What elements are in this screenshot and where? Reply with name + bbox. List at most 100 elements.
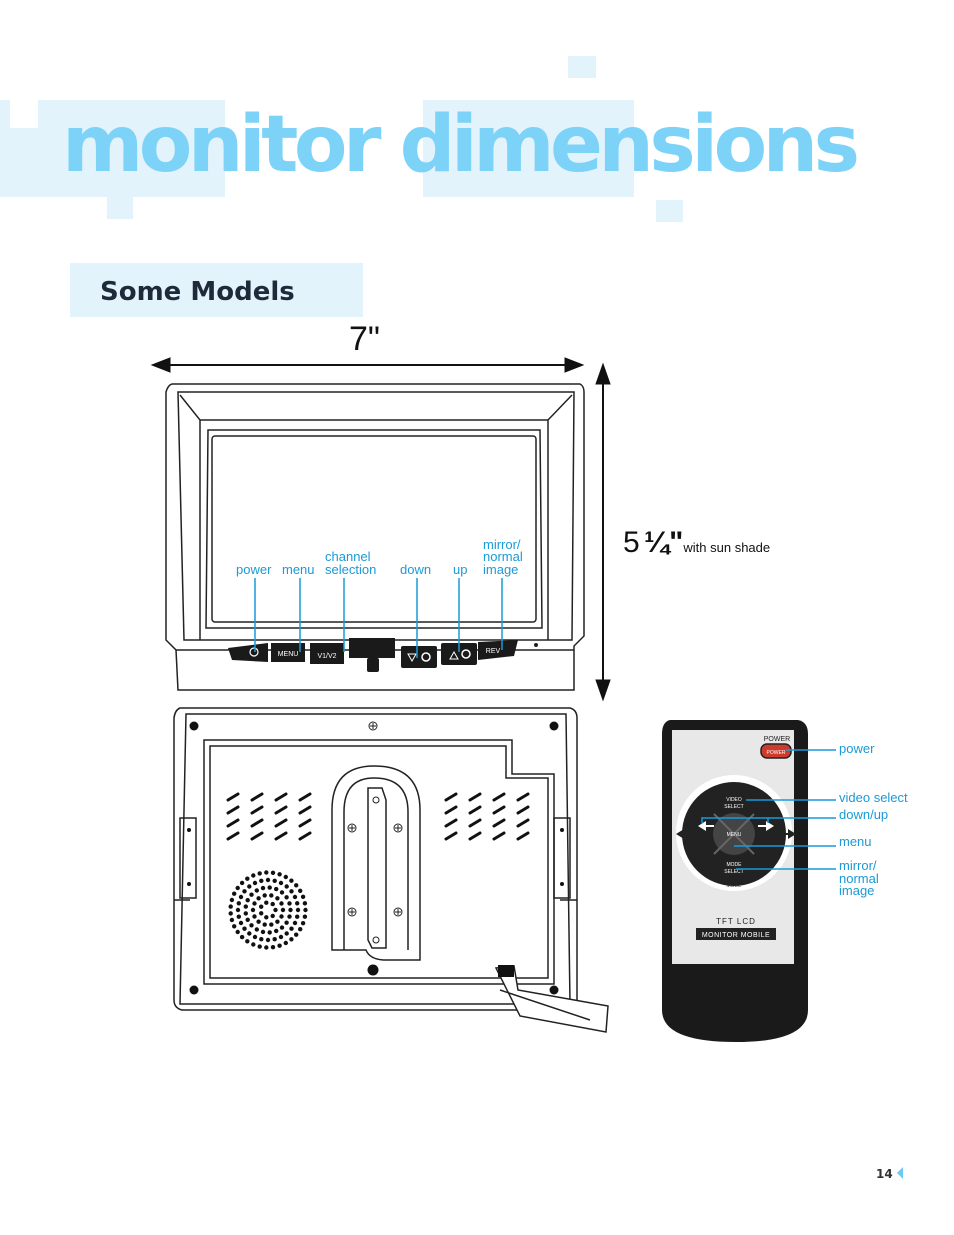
vent-slot <box>226 805 240 815</box>
speaker-hole <box>265 877 271 883</box>
speaker-hole <box>236 901 241 906</box>
ir-window <box>349 638 395 658</box>
speaker-hole <box>278 934 284 940</box>
vent-slot <box>250 831 264 841</box>
remote-callout-menu: menu <box>839 834 872 849</box>
vent-slot <box>250 818 264 828</box>
speaker-hole <box>229 917 235 923</box>
vent-slot <box>298 818 312 828</box>
speaker-hole <box>279 925 285 930</box>
speaker-hole <box>228 911 233 916</box>
vent-slot <box>468 818 482 828</box>
speaker-hole <box>239 880 245 886</box>
speaker-hole <box>242 889 247 894</box>
speaker-hole <box>260 885 266 891</box>
speaker-hole <box>252 901 257 906</box>
speaker-hole <box>272 937 277 942</box>
remote-mode-select-label-2: SELECT <box>724 869 743 875</box>
up-triangle-icon <box>449 650 459 660</box>
speaker-hole <box>264 915 269 920</box>
remote-video-select-label-1: VIDEO <box>726 797 742 803</box>
vent-slot <box>516 792 530 802</box>
speaker-hole <box>236 914 241 919</box>
speaker-hole <box>229 897 235 903</box>
speaker-hole <box>302 901 308 906</box>
remote-mode-label: MODE <box>727 883 743 889</box>
vent-slot <box>274 792 288 802</box>
height-whole: 5 <box>623 526 640 559</box>
speaker-hole <box>275 919 280 924</box>
vent-slot <box>298 805 312 815</box>
callout-mirror-line1: mirror/ <box>483 537 521 552</box>
down-triangle-icon <box>407 653 417 663</box>
remote-callout-power: power <box>839 741 875 756</box>
remote-callout-mirror-line1: mirror/ <box>839 858 877 873</box>
speaker-hole <box>249 923 254 928</box>
vent-slot <box>492 831 506 841</box>
remote-mode-select-label-1: MODE <box>727 862 743 868</box>
speaker-hole <box>252 880 258 886</box>
indicator-dot <box>534 643 538 647</box>
speaker-hole <box>294 932 299 937</box>
speaker-hole <box>273 907 278 913</box>
remote-monitor-mobile-label: MONITOR MOBILE <box>702 932 770 939</box>
speaker-hole <box>294 883 299 888</box>
monitor-back-screws <box>187 721 564 995</box>
callout-mirror-line3: image <box>483 562 519 577</box>
monitor-button-row: MENU V1/V2 REV <box>228 638 538 672</box>
vent-slot <box>516 805 530 815</box>
remote-callout-down-up: down/up <box>839 807 889 822</box>
remote-tft-lcd-label: TFT LCD <box>716 917 756 926</box>
remote-brand-plate <box>696 928 776 940</box>
speaker-hole <box>278 880 284 886</box>
vent-slot <box>492 818 506 828</box>
height-arrow <box>595 362 611 702</box>
speaker-hole <box>284 931 289 936</box>
remote-power-top-label: POWER <box>764 736 790 743</box>
speaker-hole <box>256 919 261 924</box>
title-deco-square <box>568 56 596 78</box>
vent-slot <box>444 792 458 802</box>
speaker-hole <box>292 894 298 900</box>
speaker-hole <box>269 893 274 898</box>
speaker-hole <box>270 901 275 907</box>
speaker-hole <box>257 944 262 949</box>
height-note: with sun shade <box>683 540 771 555</box>
speaker-hole <box>302 914 308 919</box>
vent-slot <box>516 818 530 828</box>
speaker-hole <box>274 886 279 892</box>
section-title: Some Models <box>100 277 295 307</box>
callout-menu: menu <box>282 562 315 577</box>
height-dimension: 5 ¼"with sun shade <box>623 528 770 558</box>
vent-slot <box>298 792 312 802</box>
speaker-hole <box>295 914 300 919</box>
speaker-hole <box>287 914 292 919</box>
speaker-grille <box>228 870 308 950</box>
speaker-hole <box>245 939 250 944</box>
speaker-hole <box>238 894 244 900</box>
speaker-hole <box>277 943 282 948</box>
speaker-hole <box>289 937 294 942</box>
page-number: 14 <box>876 1167 893 1181</box>
rev-button-label: REV <box>486 648 501 655</box>
speaker-hole <box>251 873 256 878</box>
up-sun-icon <box>461 649 471 659</box>
remote-down-arrow-icon <box>698 821 706 831</box>
vent-slot <box>250 805 264 815</box>
speaker-hole <box>243 904 248 909</box>
rev-button-shape <box>478 640 518 660</box>
speaker-hole <box>262 922 267 927</box>
page-title: monitor dimensions <box>62 100 860 190</box>
speaker-hole <box>247 931 252 936</box>
speaker-hole <box>239 934 245 940</box>
vent-slot <box>274 805 288 815</box>
callout-down: down <box>400 562 432 577</box>
speaker-hole <box>232 924 237 929</box>
remote-callout-mirror-line3: image <box>839 883 875 898</box>
speaker-hole <box>288 907 293 913</box>
vent-slot <box>492 792 506 802</box>
power-button-icon <box>249 647 259 657</box>
speaker-hole <box>228 904 233 909</box>
speaker-hole <box>298 888 303 893</box>
